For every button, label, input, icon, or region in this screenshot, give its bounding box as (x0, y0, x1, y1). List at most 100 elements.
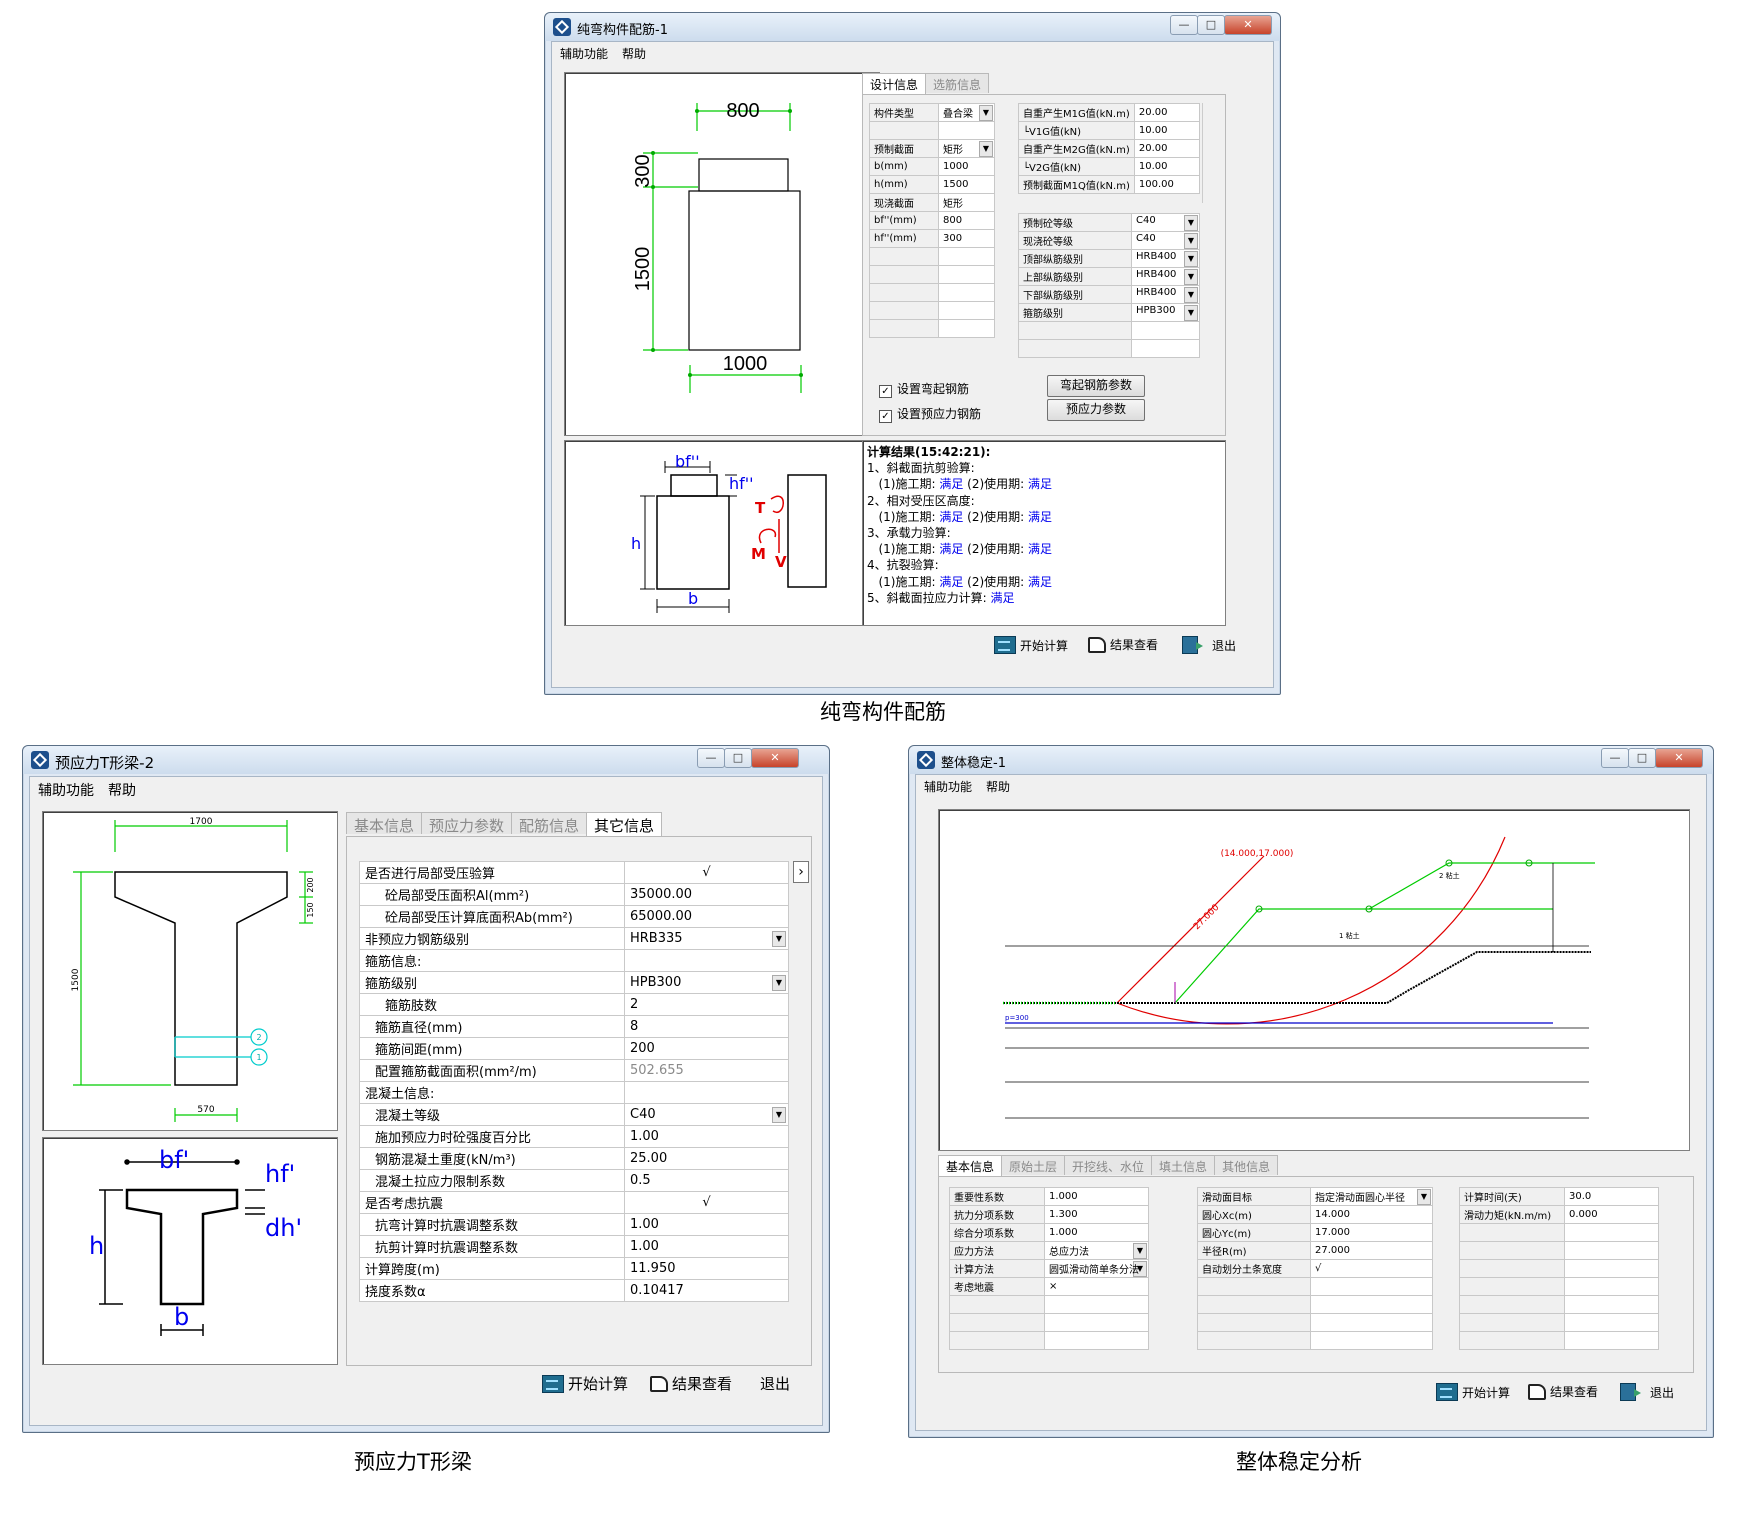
row-value[interactable]: 65000.00 (624, 905, 789, 928)
row-value[interactable]: 1.00 (624, 1235, 789, 1258)
row-value[interactable]: 1.00 (624, 1213, 789, 1236)
tab-rebar-info[interactable]: 配筋信息 (511, 812, 588, 835)
grid-empty-cell[interactable] (938, 301, 995, 320)
grid-empty-cell[interactable] (1564, 1223, 1659, 1242)
grid-empty-cell[interactable] (1564, 1241, 1659, 1260)
grid-value[interactable]: × (1044, 1277, 1149, 1296)
row-value[interactable]: 35000.00 (624, 883, 789, 906)
dropdown-arrow-icon[interactable]: ▼ (979, 104, 993, 121)
w1-scrollbar[interactable] (1202, 103, 1215, 203)
grid-value[interactable] (938, 121, 995, 140)
grid-value[interactable]: 20.00 (1133, 103, 1201, 122)
grid-value[interactable]: 1.000 (1044, 1187, 1149, 1206)
grid-value[interactable]: 1.300 (1044, 1205, 1149, 1224)
expand-arrow-icon[interactable]: › (793, 861, 809, 883)
row-value[interactable]: 25.00 (624, 1147, 789, 1170)
grid-empty-cell[interactable] (1310, 1295, 1433, 1314)
grid-empty-cell[interactable] (938, 319, 995, 338)
grid-value[interactable]: 100.00 (1133, 175, 1201, 194)
menu-help[interactable]: 帮助 (108, 783, 136, 799)
menu-help[interactable]: 帮助 (986, 780, 1011, 794)
grid-value[interactable]: 17.000 (1310, 1223, 1433, 1242)
dropdown-arrow-icon[interactable]: ▼ (1417, 1188, 1431, 1205)
dropdown-arrow-icon[interactable]: ▼ (1184, 268, 1198, 285)
dropdown-arrow-icon[interactable]: ▼ (1133, 1260, 1147, 1277)
grid-empty-cell[interactable] (1044, 1295, 1149, 1314)
grid-empty-cell[interactable] (1564, 1313, 1659, 1332)
minimize-button[interactable]: — (697, 748, 725, 768)
grid-value[interactable]: 20.00 (1133, 139, 1201, 158)
grid-value[interactable]: 1500 (938, 175, 995, 194)
row-value[interactable]: 1.00 (624, 1125, 789, 1148)
tab-design-info[interactable]: 设计信息 (862, 73, 927, 95)
dropdown-arrow-icon[interactable]: ▼ (1133, 1242, 1147, 1259)
grid-empty-cell[interactable] (938, 283, 995, 302)
menu-tools[interactable]: 辅助功能 (560, 47, 609, 61)
grid-empty-cell[interactable] (1310, 1331, 1433, 1350)
view-result-button[interactable]: 结果查看 (1088, 636, 1158, 653)
grid-value[interactable]: 800 (938, 211, 995, 230)
row-value[interactable]: 200 (624, 1037, 789, 1060)
exit-button[interactable]: 退出 (1182, 636, 1236, 654)
tab-prestress-params[interactable]: 预应力参数 (421, 812, 513, 835)
grid-empty-cell[interactable] (1131, 339, 1200, 358)
row-value[interactable]: √ (624, 1191, 789, 1214)
grid-value[interactable]: ▼C40 (1131, 231, 1200, 250)
tab-excavation-water[interactable]: 开挖线、水位 (1064, 1155, 1153, 1175)
bent-bar-params-button[interactable]: 弯起钢筋参数 (1047, 375, 1145, 397)
dropdown-arrow-icon[interactable]: ▼ (1184, 214, 1198, 231)
grid-empty-cell[interactable] (1310, 1277, 1433, 1296)
tab-rebar-info[interactable]: 选筋信息 (925, 73, 990, 93)
row-value[interactable]: 0.5 (624, 1169, 789, 1192)
tab-fill-info[interactable]: 填土信息 (1151, 1155, 1216, 1175)
close-button[interactable]: ✕ (1224, 15, 1272, 35)
menu-tools[interactable]: 辅助功能 (924, 780, 973, 794)
dropdown-arrow-icon[interactable]: ▼ (772, 1106, 786, 1123)
close-button[interactable]: ✕ (1655, 748, 1703, 768)
start-calc-button[interactable]: 开始计算 (542, 1373, 628, 1394)
check-prestress[interactable]: ✓设置预应力钢筋 (879, 405, 981, 423)
row-value[interactable] (624, 1081, 789, 1104)
grid-value[interactable]: 1.000 (1044, 1223, 1149, 1242)
grid-value[interactable]: 10.00 (1133, 157, 1201, 176)
tab-other-info[interactable]: 其它信息 (586, 812, 663, 836)
row-value[interactable]: 502.655 (624, 1059, 789, 1082)
row-value[interactable]: ▼C40 (624, 1103, 789, 1126)
start-calc-button[interactable]: 开始计算 (1436, 1383, 1510, 1401)
grid-value[interactable]: 14.000 (1310, 1205, 1433, 1224)
close-button[interactable]: ✕ (751, 748, 799, 768)
grid-value[interactable]: ▼HRB400 (1131, 249, 1200, 268)
minimize-button[interactable]: — (1170, 15, 1198, 35)
grid-empty-cell[interactable] (938, 247, 995, 266)
grid-empty-cell[interactable] (1131, 321, 1200, 340)
grid-value[interactable]: ▼HRB400 (1131, 285, 1200, 304)
menu-tools[interactable]: 辅助功能 (38, 783, 94, 799)
grid-value[interactable]: 1000 (938, 157, 995, 176)
grid-value[interactable]: ▼矩形 (938, 139, 995, 158)
tab-basic-info[interactable]: 基本信息 (938, 1155, 1003, 1177)
start-calc-button[interactable]: 开始计算 (994, 636, 1068, 654)
view-result-button[interactable]: 结果查看 (1528, 1383, 1598, 1400)
grid-value[interactable]: √ (1310, 1259, 1433, 1278)
tab-basic-info[interactable]: 基本信息 (346, 812, 423, 835)
grid-value[interactable]: ▼HRB400 (1131, 267, 1200, 286)
menu-help[interactable]: 帮助 (622, 47, 647, 61)
row-value[interactable]: √ (624, 861, 789, 884)
dropdown-arrow-icon[interactable]: ▼ (1184, 250, 1198, 267)
dropdown-arrow-icon[interactable]: ▼ (979, 140, 993, 157)
grid-value[interactable]: 矩形 (938, 193, 995, 212)
grid-value[interactable]: 27.000 (1310, 1241, 1433, 1260)
grid-value[interactable]: ▼圆弧滑动简单条分法 (1044, 1259, 1149, 1278)
row-value[interactable]: 2 (624, 993, 789, 1016)
row-value[interactable]: 11.950 (624, 1257, 789, 1280)
row-value[interactable]: ▼HPB300 (624, 971, 789, 994)
grid-empty-cell[interactable] (1564, 1259, 1659, 1278)
grid-empty-cell[interactable] (1044, 1313, 1149, 1332)
dropdown-arrow-icon[interactable]: ▼ (1184, 232, 1198, 249)
maximize-button[interactable]: □ (1197, 15, 1225, 35)
grid-empty-cell[interactable] (1564, 1277, 1659, 1296)
grid-value[interactable]: ▼叠合梁 (938, 103, 995, 122)
grid-value[interactable]: ▼C40 (1131, 213, 1200, 232)
tab-original-soil[interactable]: 原始土层 (1001, 1155, 1066, 1175)
grid-empty-cell[interactable] (1044, 1331, 1149, 1350)
